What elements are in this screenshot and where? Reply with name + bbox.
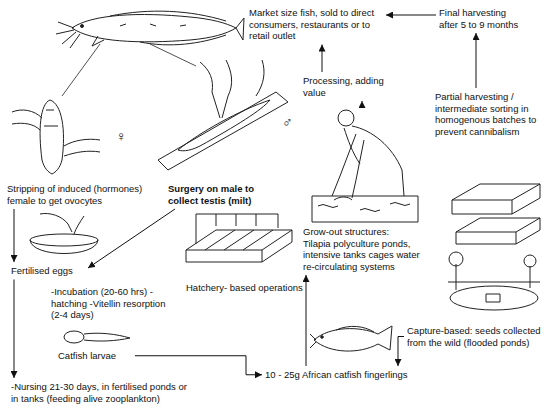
step-text: Partial harvesting / intermediate sortin… [435, 91, 541, 137]
step-node: 10 - 25g African catfish fingerlings [262, 366, 414, 384]
flow-arrow [322, 45, 323, 73]
female-stripping [12, 100, 100, 174]
step-node: Grow-out structures:Tilapia polyculture … [300, 102, 425, 275]
grow-out-tanks [452, 184, 540, 244]
brood-fish [56, 11, 244, 48]
fingerling-fish [314, 326, 392, 351]
brood-fish [110, 11, 226, 21]
step-text: Fertilised eggs [11, 265, 85, 277]
pond [524, 255, 536, 267]
step-text: Capture-based: seeds collected from the … [407, 325, 541, 348]
larva [64, 331, 130, 343]
brood-fish [92, 36, 104, 46]
step-text: Processing, adding value [303, 75, 409, 98]
egg-bowl [30, 240, 98, 254]
figure-label: ♂ [282, 114, 293, 131]
flow-arrow [398, 337, 404, 367]
flow-arrow [14, 280, 15, 379]
male-surgery [256, 60, 264, 96]
grow-out-tanks [456, 218, 540, 244]
step-text: Final harvesting after 5 to 9 months [439, 7, 525, 30]
figure-label: Hatchery- based operations [186, 282, 303, 293]
larva [64, 331, 84, 343]
flow-arrow [14, 209, 15, 262]
grow-out-tanks [452, 184, 540, 200]
female-stripping [40, 100, 63, 174]
leader-line [150, 44, 196, 66]
fingerling-fish [310, 334, 316, 348]
brood-fish [81, 25, 84, 28]
step-text: Tilapia polyculture ponds, intensive tan… [303, 238, 422, 273]
step-text: Grow-out structures: [303, 226, 422, 238]
hatchery-tanks [186, 230, 292, 262]
larva [84, 333, 130, 341]
step-node: Final harvesting after 5 to 9 months [436, 4, 528, 33]
pond [448, 252, 540, 310]
step-text: -Incubation (20-60 hrs) -hatching -Vitel… [51, 286, 175, 321]
flow-arrow [476, 33, 477, 88]
figure-label: ♀ [116, 128, 127, 145]
farmer-sorting [312, 110, 418, 222]
step-text: Surgery on male to collect testis (milt) [168, 183, 284, 206]
egg-bowl [30, 234, 98, 246]
step-text: Market size fish, sold to direct consume… [249, 7, 383, 42]
step-node: Surgery on male to collect testis (milt) [165, 180, 287, 209]
step-text: -Nursing 21-30 days, in fertilised ponds… [11, 381, 195, 404]
leader-line [62, 44, 196, 96]
hatchery-tanks [196, 214, 278, 244]
egg-bowl [30, 213, 98, 253]
pond [456, 264, 530, 290]
male-surgery [200, 60, 232, 96]
brood-fish [56, 22, 80, 48]
flow-arrow [362, 101, 363, 102]
farmer-sorting [318, 203, 410, 212]
brood-fish [140, 35, 226, 45]
leader-line [62, 44, 100, 96]
male-surgery [212, 92, 228, 118]
grow-out-tanks [452, 184, 540, 214]
flow-arrow [135, 356, 262, 375]
pond [449, 252, 463, 266]
fingerling-fish [321, 336, 324, 339]
step-node: Market size fish, sold to direct consume… [246, 4, 386, 45]
female-stripping [12, 110, 42, 130]
step-node: Stripping of induced (hormones) female t… [4, 180, 150, 209]
step-node: -Nursing 21-30 days, in fertilised ponds… [8, 378, 198, 407]
pond [450, 286, 538, 310]
hatchery-tanks [186, 230, 292, 250]
male-surgery [158, 60, 288, 170]
step-text: Stripping of induced (hormones) female t… [7, 183, 147, 206]
step-node: Processing, adding value [300, 72, 412, 101]
brood-fish [120, 24, 186, 26]
flow-arrow [88, 209, 175, 268]
pond [448, 282, 540, 283]
egg-bowl [40, 213, 72, 232]
step-node: Partial harvesting / intermediate sortin… [432, 88, 544, 140]
brood-fish [236, 18, 244, 40]
flow-arrow [306, 275, 307, 366]
pond [486, 294, 500, 302]
grow-out-tanks [456, 218, 540, 232]
flow-arrow [386, 15, 436, 16]
farmer-sorting [338, 110, 354, 126]
male-surgery [178, 100, 270, 151]
step-text: Catfish larvae [58, 350, 132, 362]
farmer-sorting [334, 197, 352, 200]
female-stripping [44, 110, 58, 126]
step-node: Fertilised eggs [8, 262, 88, 280]
male-surgery [158, 92, 288, 170]
egg-bowl [74, 216, 84, 234]
fingerling-fish [310, 326, 392, 351]
female-stripping [64, 139, 100, 156]
fingerling-fish [336, 326, 374, 332]
farmer-sorting [332, 134, 364, 198]
step-node: -Incubation (20-60 hrs) -hatching -Vitel… [48, 283, 178, 324]
hatchery-tanks [186, 214, 292, 262]
hatchery-tanks [205, 230, 273, 250]
step-node: Catfish larvae [55, 347, 135, 365]
farmer-sorting [312, 196, 418, 222]
step-text: 10 - 25g African catfish fingerlings [265, 369, 411, 381]
step-node: Capture-based: seeds collected from the … [404, 322, 544, 351]
